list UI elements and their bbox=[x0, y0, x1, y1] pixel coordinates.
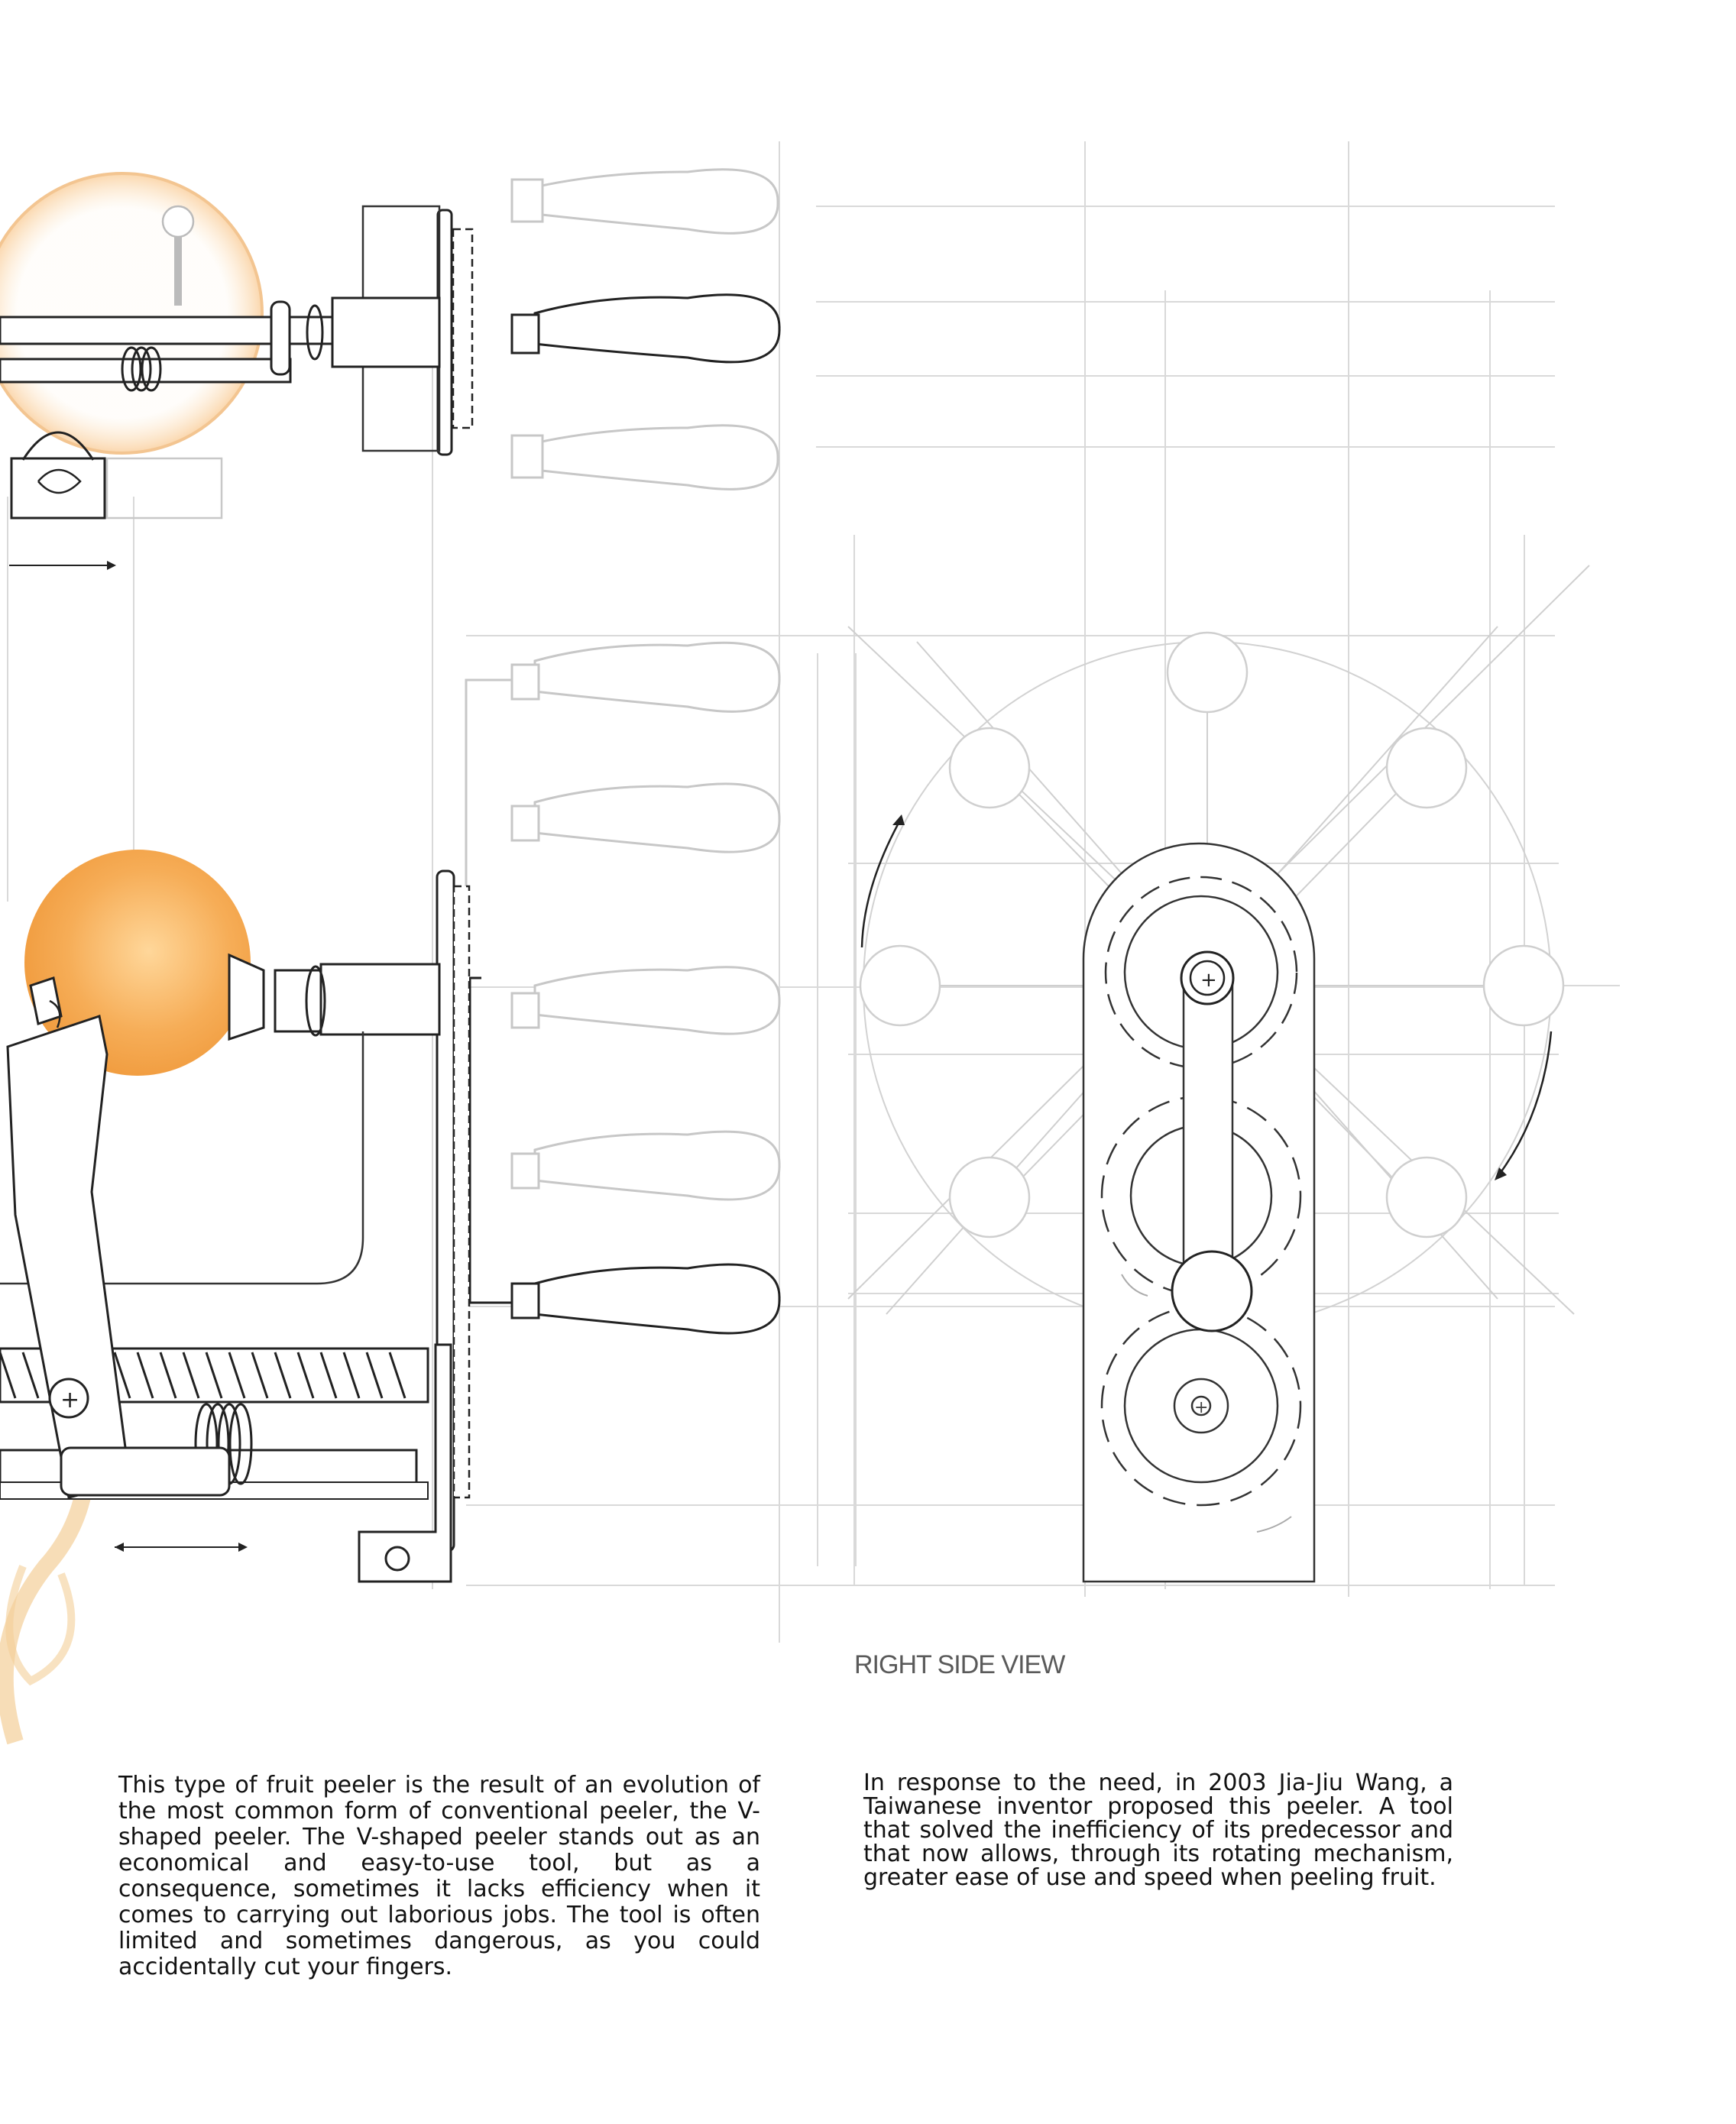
base-plate bbox=[358, 1343, 452, 1583]
crank-handle-top bbox=[533, 293, 781, 364]
description-paragraph-right: In response to the need, in 2003 Jia-Jiu… bbox=[863, 1769, 1453, 1891]
clamp-box-top bbox=[10, 457, 106, 520]
rotation-arrow-right bbox=[1496, 1031, 1553, 1177]
top-view bbox=[0, 168, 781, 570]
crank-handle-front bbox=[533, 1263, 781, 1335]
front-view: + bbox=[0, 641, 781, 1745]
pivot-screw bbox=[48, 1378, 89, 1419]
svg-text:+: + bbox=[1200, 969, 1217, 992]
gear-bottom bbox=[1100, 1305, 1302, 1507]
handle-positions bbox=[859, 631, 1565, 1238]
svg-text:+: + bbox=[60, 1387, 79, 1413]
fruit-outline-top bbox=[0, 172, 264, 455]
construction-grid bbox=[7, 141, 1620, 1643]
svg-text:+: + bbox=[1194, 1398, 1208, 1417]
description-paragraph-left: This type of fruit peeler is the result … bbox=[118, 1772, 760, 1980]
arm-hub bbox=[1171, 1250, 1253, 1332]
right-side-view: + + bbox=[847, 565, 1590, 1583]
right-side-view-label: RIGHT SIDE VIEW bbox=[854, 1650, 1065, 1679]
orange-fruit bbox=[24, 850, 251, 1076]
crank-arm bbox=[1182, 969, 1234, 1277]
peeler-arm bbox=[6, 1015, 131, 1499]
rotation-arrow-left bbox=[860, 817, 903, 948]
